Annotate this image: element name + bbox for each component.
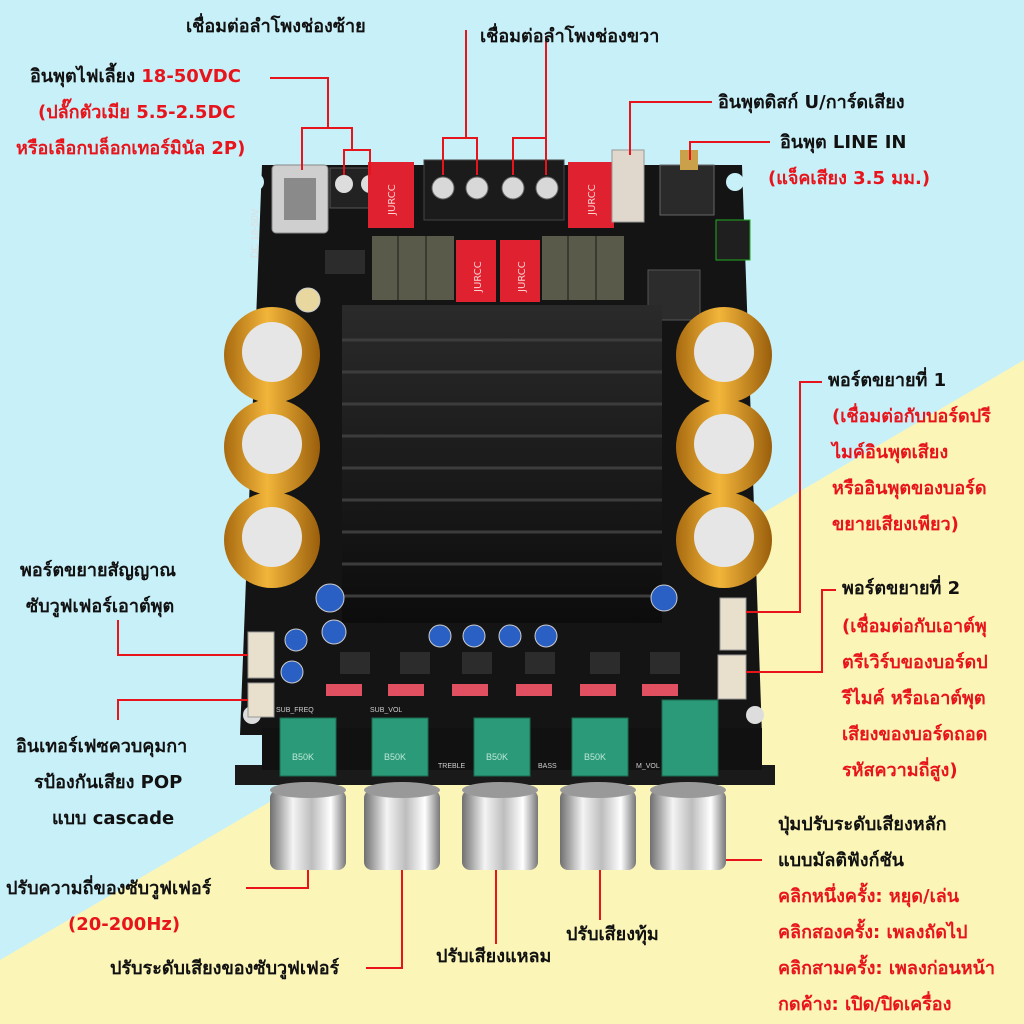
- usb-port: [611, 149, 645, 223]
- knob-label: M_VOL: [636, 763, 660, 770]
- label-port2-desc-2: ตรีเวิร์บของบอร์ดป: [842, 652, 988, 673]
- label-line-in-jack: (แจ็คเสียง 3.5 มม.): [768, 168, 931, 189]
- knob-treble: [462, 782, 538, 870]
- label-main-vol-1: ปุ่มปรับระดับเสียงหลัก: [778, 814, 947, 835]
- small-capacitor: [428, 624, 452, 648]
- label-power-prefix: อินพุตไฟเลี้ยง: [30, 66, 142, 87]
- label-port1-desc-4: ขยายเสียงเพียว): [832, 514, 959, 535]
- line-in-jack: [659, 164, 715, 216]
- power-ic: [325, 250, 365, 274]
- label-main-vol-2: แบบมัลติฟังก์ชัน: [778, 850, 904, 871]
- knob-label: SUB_VOL: [370, 707, 402, 714]
- mount-hole: [246, 173, 264, 191]
- label-power-value: 18-50VDC: [141, 66, 241, 87]
- small-capacitor: [498, 624, 522, 648]
- knob-label: TREBLE: [438, 763, 466, 770]
- label-port1-desc-3: หรืออินพุตของบอร์ด: [832, 478, 987, 499]
- label-power-input: อินพุตไฟเลี้ยง 18-50VDC: [30, 66, 241, 88]
- inductor: [372, 236, 454, 300]
- label-sub-freq: ปรับความถี่ของซับวูฟเฟอร์: [6, 878, 212, 899]
- capacitor-left-3: [224, 492, 320, 588]
- bluetooth-antenna: [715, 219, 751, 261]
- relay-brand: JURCC: [517, 261, 528, 293]
- pot-sub-vol: [371, 717, 429, 777]
- label-udisk-input: อินพุตดิสก์ U/การ์ดเสียง: [718, 92, 905, 113]
- pot-value: B50K: [584, 752, 606, 762]
- label-port2-desc-5: รหัสความถี่สูง): [842, 760, 958, 781]
- label-bass: ปรับเสียงทุ้ม: [566, 924, 659, 945]
- label-click-3: คลิกสามครั้ง: เพลงก่อนหน้า: [778, 958, 996, 979]
- capacitor-left-2: [224, 399, 320, 495]
- relay: [568, 162, 614, 228]
- pot-value: B50K: [384, 752, 406, 762]
- knob-sub-vol: [364, 782, 440, 870]
- label-cascade-2: รป้องกันเสียง POP: [34, 772, 183, 793]
- relay-brand: JURCC: [587, 184, 598, 216]
- pot-value: B50K: [486, 752, 508, 762]
- label-cascade-1: อินเทอร์เฟซควบคุมกา: [16, 736, 188, 757]
- heatsink-fins: [342, 338, 662, 598]
- label-line-in: อินพุต LINE IN: [780, 132, 907, 153]
- small-capacitor: [534, 624, 558, 648]
- label-cascade-3: แบบ cascade: [52, 808, 175, 829]
- relay: [368, 162, 414, 228]
- pot-bass: [571, 717, 629, 777]
- mount-hole: [746, 706, 764, 724]
- expansion-port-2: [717, 654, 747, 700]
- cascade-port: [247, 682, 275, 718]
- label-sub-freq-range: (20-200Hz): [68, 914, 181, 935]
- label-click-1: คลิกหนึ่งครั้ง: หยุด/เล่น: [778, 886, 960, 907]
- knob-main-vol: [650, 782, 726, 870]
- label-hold: กดค้าง: เปิด/ปิดเครื่อง: [778, 994, 952, 1015]
- label-port2-desc-4: เสียงของบอร์ดถอด: [842, 724, 988, 745]
- small-capacitor: [280, 660, 304, 684]
- pot-treble: [473, 717, 531, 777]
- pot-value: B50K: [292, 752, 314, 762]
- sub-out-port: [247, 631, 275, 679]
- small-capacitor: [295, 287, 321, 313]
- small-capacitor: [284, 628, 308, 652]
- label-left-speaker: เชื่อมต่อลำโพงช่องซ้าย: [186, 16, 366, 37]
- small-capacitor: [321, 619, 347, 645]
- label-port2-desc-3: รีไมค์ หรือเอาต์พุต: [842, 688, 986, 709]
- label-power-terminal: หรือเลือกบล็อกเทอร์มินัล 2P): [16, 138, 246, 159]
- capacitor-left-1: [224, 307, 320, 403]
- label-port1-title: พอร์ตขยายที่ 1: [828, 370, 947, 391]
- label-sub-port-2: ซับวูฟเฟอร์เอาต์พุต: [26, 596, 175, 617]
- knob-bass: [560, 782, 636, 870]
- label-power-jack: (ปลั๊กตัวเมีย 5.5-2.5DC: [38, 102, 236, 123]
- knob-label: BASS: [538, 763, 557, 770]
- small-capacitor: [650, 584, 678, 612]
- label-port2-title: พอร์ตขยายที่ 2: [842, 578, 961, 599]
- capacitor-right-3: [676, 492, 772, 588]
- label-click-2: คลิกสองครั้ง: เพลงถัดไป: [778, 922, 968, 943]
- label-right-speaker: เชื่อมต่อลำโพงช่องขวา: [480, 26, 660, 47]
- expansion-port-1: [719, 597, 747, 651]
- small-capacitor: [462, 624, 486, 648]
- dc-marking: DC 18-50V: [250, 208, 261, 258]
- label-port2-desc-1: (เชื่อมต่อกับเอาต์พุ: [842, 616, 987, 637]
- relay: [500, 240, 540, 302]
- label-port1-desc-2: ไมค์อินพุตเสียง: [832, 442, 949, 463]
- mount-hole: [726, 173, 744, 191]
- heatsink: [342, 305, 662, 623]
- knob-label: SUB_FREQ: [276, 707, 314, 714]
- relay: [456, 240, 496, 302]
- knob-sub-freq: [270, 782, 346, 870]
- pot-sub-freq: [279, 717, 337, 777]
- label-treble: ปรับเสียงแหลม: [436, 946, 552, 967]
- encoder-main-vol: [661, 699, 719, 777]
- label-port1-desc-1: (เชื่อมต่อกับบอร์ดปรี: [832, 406, 991, 427]
- small-capacitor: [315, 583, 345, 613]
- relay-brand: JURCC: [473, 261, 484, 293]
- capacitor-right-1: [676, 307, 772, 403]
- label-sub-vol: ปรับระดับเสียงของซับวูฟเฟอร์: [110, 958, 340, 979]
- relay-brand: JURCC: [387, 184, 398, 216]
- inductor: [542, 236, 624, 300]
- label-sub-port-1: พอร์ตขยายสัญญาณ: [20, 560, 177, 581]
- capacitor-right-2: [676, 399, 772, 495]
